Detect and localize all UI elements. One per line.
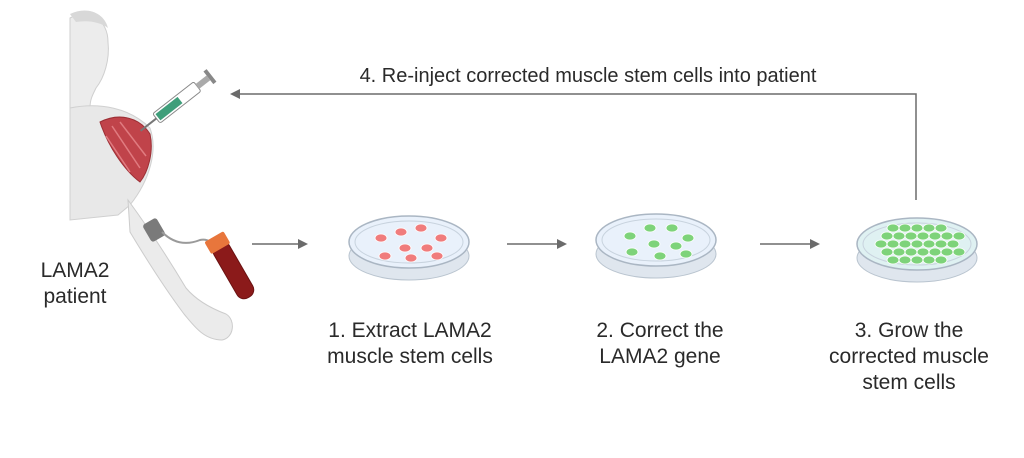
cell xyxy=(404,253,418,263)
tourniquet xyxy=(143,218,165,242)
patient-label: LAMA2 patient xyxy=(20,258,130,310)
cell xyxy=(898,255,912,265)
cell xyxy=(880,247,894,257)
cell xyxy=(910,255,924,265)
cell xyxy=(910,239,924,249)
cell xyxy=(946,239,960,249)
cell xyxy=(940,247,954,257)
cell xyxy=(928,231,942,241)
cell xyxy=(647,239,661,249)
step1-label-line: muscle stem cells xyxy=(327,345,493,368)
cell xyxy=(681,233,695,243)
cell xyxy=(916,247,930,257)
patient-label-line: LAMA2 xyxy=(40,259,110,282)
loop-label: 4. Re-inject corrected muscle stem cells… xyxy=(300,63,876,89)
petri-dish-1 xyxy=(348,215,470,281)
cell xyxy=(904,247,918,257)
cell xyxy=(934,239,948,249)
blood-tube-icon xyxy=(205,231,255,300)
patient-arm xyxy=(127,198,233,341)
step3-label-line: 3. Grow the xyxy=(854,319,964,342)
cell xyxy=(928,247,942,257)
cell xyxy=(922,223,936,233)
cell xyxy=(922,239,936,249)
cell xyxy=(910,223,924,233)
cell xyxy=(922,255,936,265)
step1-label-line: 1. Extract LAMA2 xyxy=(328,319,492,342)
patient-figure xyxy=(69,10,233,341)
cell xyxy=(394,227,408,237)
cell xyxy=(414,223,428,233)
cell xyxy=(886,255,900,265)
cell xyxy=(892,231,906,241)
cell xyxy=(653,251,667,261)
patient-head xyxy=(69,13,109,113)
cell xyxy=(940,231,954,241)
petri-dish-2 xyxy=(595,213,717,279)
cell xyxy=(643,223,657,233)
cell xyxy=(430,251,444,261)
cell xyxy=(669,241,683,251)
petri-dish-3 xyxy=(856,217,978,283)
cell xyxy=(952,247,966,257)
cell xyxy=(874,239,888,249)
petri-dishes xyxy=(348,213,978,283)
step1-label: 1. Extract LAMA2 muscle stem cells xyxy=(300,318,520,370)
syringe-icon xyxy=(139,69,217,132)
cell xyxy=(934,255,948,265)
step3-label: 3. Grow the corrected muscle stem cells xyxy=(800,318,1018,396)
cell xyxy=(623,231,637,241)
reinject-arrow xyxy=(230,89,917,200)
cell xyxy=(420,243,434,253)
patient-hair xyxy=(70,10,108,28)
cell xyxy=(886,223,900,233)
patient-label-line: patient xyxy=(43,285,107,308)
cell xyxy=(916,231,930,241)
cell xyxy=(904,231,918,241)
cell xyxy=(892,247,906,257)
step3-label-line: corrected muscle xyxy=(829,345,989,368)
cell xyxy=(898,223,912,233)
cell xyxy=(665,223,679,233)
step3-label-line: stem cells xyxy=(862,371,956,394)
cell xyxy=(898,239,912,249)
cell xyxy=(374,233,388,243)
step2-label-line: LAMA2 gene xyxy=(599,345,721,368)
cell xyxy=(934,223,948,233)
cell xyxy=(434,233,448,243)
step2-label-line: 2. Correct the xyxy=(596,319,724,342)
cell xyxy=(886,239,900,249)
cell xyxy=(378,251,392,261)
loop-label-text: 4. Re-inject corrected muscle stem cells… xyxy=(359,65,817,87)
cell xyxy=(625,247,639,257)
cell xyxy=(880,231,894,241)
cell xyxy=(952,231,966,241)
cell xyxy=(679,249,693,259)
step2-label: 2. Correct the LAMA2 gene xyxy=(555,318,765,370)
cell xyxy=(398,243,412,253)
